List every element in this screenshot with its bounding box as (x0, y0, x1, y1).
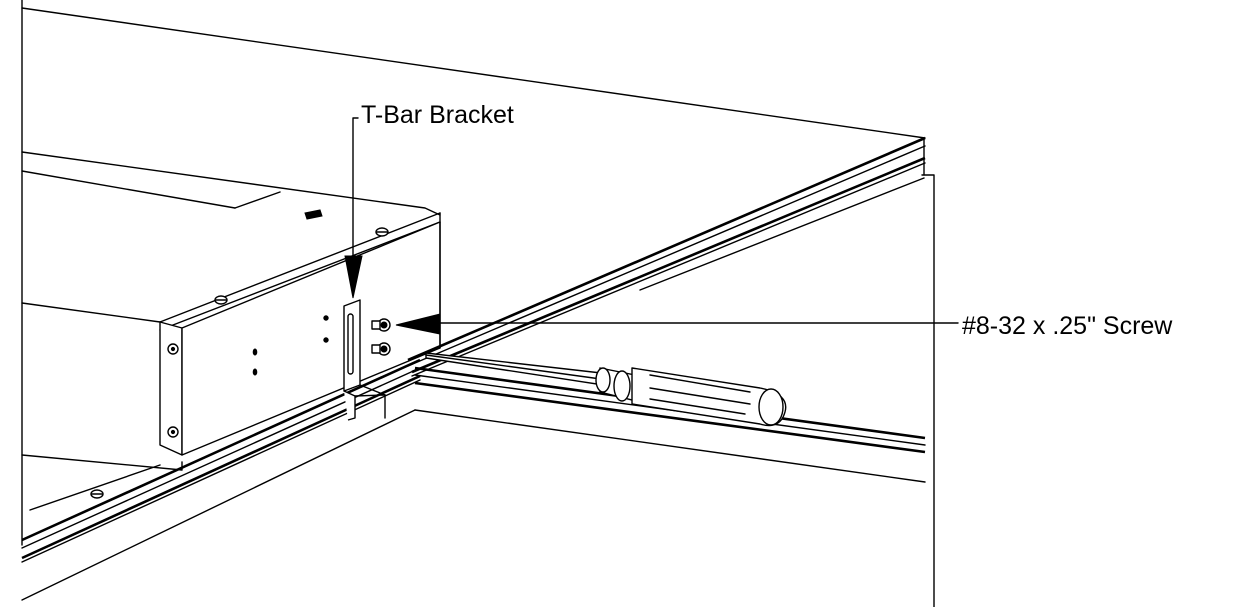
bracket-leader (344, 117, 363, 299)
top-screws (214, 227, 389, 305)
light-fixture (21, 151, 441, 511)
bracket-screws (371, 318, 391, 356)
screw-label: #8-32 x .25" Screw (962, 312, 1173, 340)
screwdriver (425, 352, 787, 427)
t-bar-rail-right (407, 136, 926, 377)
t-bar-bracket (343, 299, 386, 421)
ceiling-panel (21, 0, 935, 608)
screw-leader (395, 313, 959, 335)
t-bar-bracket-label: T-Bar Bracket (361, 101, 514, 129)
end-panel-screws (167, 343, 179, 438)
